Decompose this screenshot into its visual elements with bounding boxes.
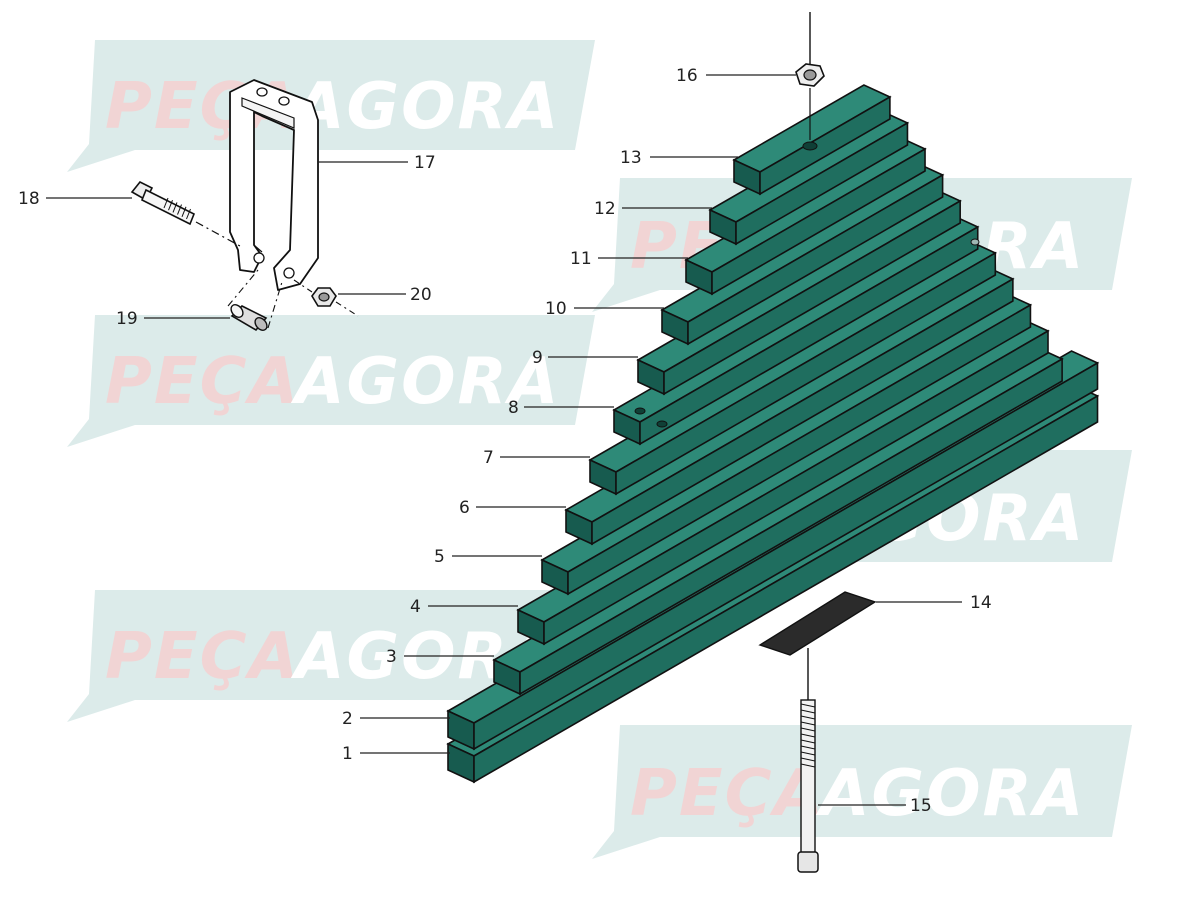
callout-9: 9	[532, 348, 638, 368]
callout-20: 20	[338, 285, 432, 305]
leaf-part-13	[732, 84, 892, 196]
callout-8-label: 8	[508, 398, 519, 418]
shackle-bracket-part-17	[229, 79, 319, 291]
callout-17-label: 17	[414, 153, 436, 173]
callout-9-label: 9	[532, 348, 543, 368]
callout-19-label: 19	[116, 309, 138, 329]
callout-11: 11	[570, 249, 688, 269]
watermark-text-agora: AGORA	[815, 757, 1085, 831]
callout-layer: 13 12 11 10 9 8 7 6	[18, 66, 992, 816]
callout-12-label: 12	[594, 199, 616, 219]
callout-7-label: 7	[483, 448, 494, 468]
bushing-part-19	[227, 269, 283, 332]
callout-13-label: 13	[620, 148, 642, 168]
shackle-nut-part-20	[293, 279, 359, 317]
callout-1-label: 1	[342, 744, 353, 764]
callout-20-label: 20	[410, 285, 432, 305]
callout-5: 5	[434, 547, 542, 567]
callout-19: 19	[116, 309, 230, 329]
leaf-8-hole-b	[656, 420, 668, 428]
top-nut-part-16	[795, 12, 825, 151]
shackle-bolt-part-18	[130, 180, 241, 247]
callout-18-label: 18	[18, 189, 40, 209]
callout-15-label: 15	[910, 796, 932, 816]
callout-8: 8	[508, 398, 614, 418]
callout-4: 4	[410, 597, 518, 617]
callout-16-label: 16	[676, 66, 698, 86]
callout-14-label: 14	[970, 593, 992, 613]
callout-3-label: 3	[386, 647, 397, 667]
callout-5-label: 5	[434, 547, 445, 567]
callout-10-label: 10	[545, 299, 567, 319]
callout-2-label: 2	[342, 709, 353, 729]
callout-4-label: 4	[410, 597, 421, 617]
callout-14: 14	[876, 593, 992, 613]
callout-3: 3	[386, 647, 494, 667]
watermark-text-peca: PEÇA	[630, 757, 825, 831]
watermark-text-peca: PEÇA	[105, 345, 300, 419]
leaf-11-hole	[970, 238, 980, 246]
leaf-spring-stack	[446, 84, 1100, 784]
leaf-8-hole-a	[634, 407, 646, 415]
shackle-bolt-threads	[163, 197, 191, 220]
callout-6: 6	[459, 498, 566, 518]
watermark-text-agora: AGORA	[290, 70, 560, 144]
bolt-threads	[800, 703, 816, 768]
callout-6-label: 6	[459, 498, 470, 518]
callout-1: 1	[342, 744, 450, 764]
center-pad-part-14	[758, 591, 877, 656]
callout-2: 2	[342, 709, 450, 729]
callout-16: 16	[676, 66, 796, 86]
center-bolt-part-15	[797, 648, 819, 873]
callout-15: 15	[818, 796, 932, 816]
callout-11-label: 11	[570, 249, 592, 269]
callout-7: 7	[483, 448, 590, 468]
callout-13: 13	[620, 148, 738, 168]
callout-17: 17	[318, 153, 436, 173]
callout-12: 12	[594, 199, 712, 219]
callout-18: 18	[18, 189, 132, 209]
watermark-text-agora: AGORA	[290, 345, 560, 419]
watermark-text-peca: PEÇA	[105, 620, 300, 694]
callout-10: 10	[545, 299, 664, 319]
